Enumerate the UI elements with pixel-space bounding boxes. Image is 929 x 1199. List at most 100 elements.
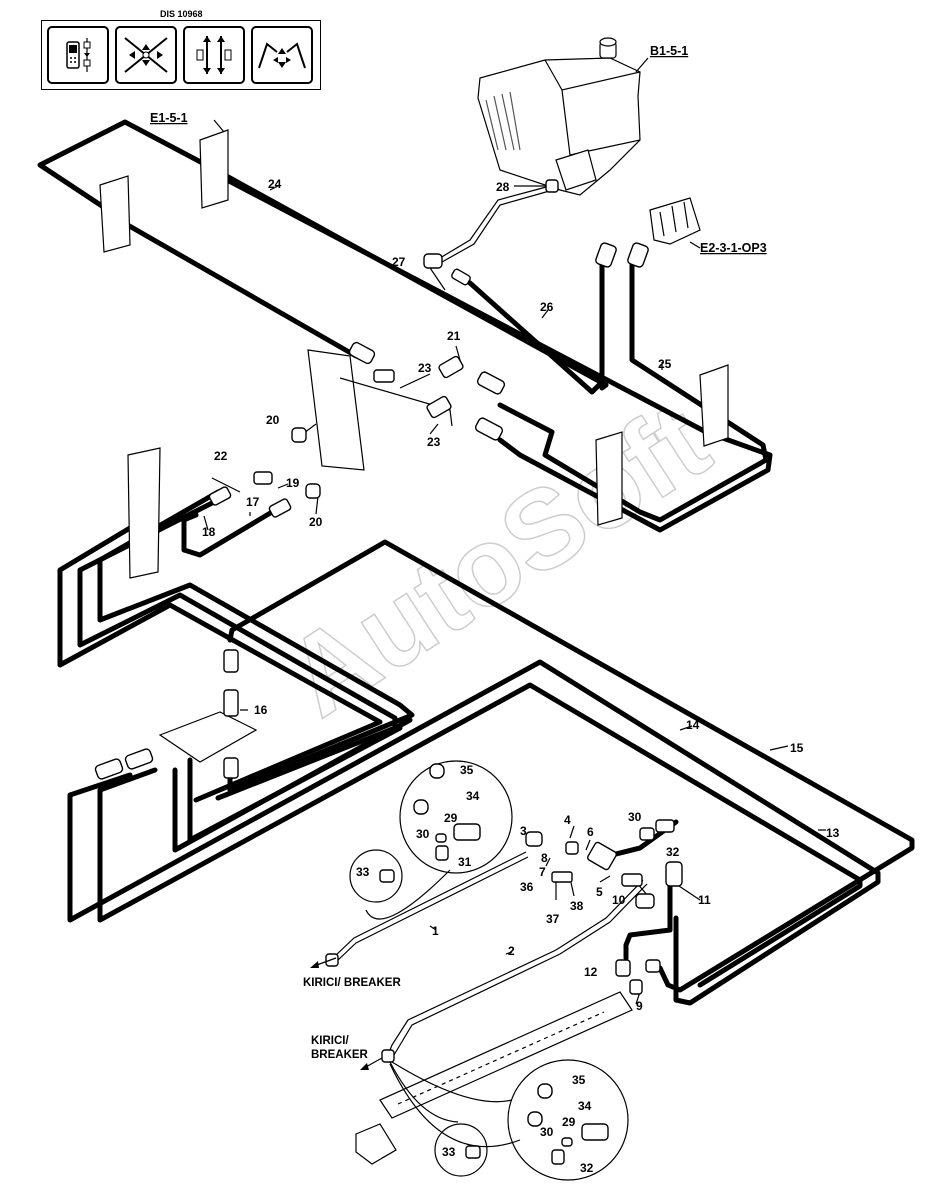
- callout-14: 14: [686, 718, 700, 732]
- callout-35b: 35: [572, 1073, 586, 1087]
- hose-15: [227, 539, 915, 993]
- fitting-hose-end-1: [348, 341, 376, 365]
- fitting-16a: [223, 649, 239, 673]
- hidden-line: [397, 1011, 605, 1105]
- callout-23b: 23: [427, 435, 441, 449]
- fitting-20b: [305, 483, 321, 499]
- fitting-12: [615, 959, 631, 977]
- detail-circle-33a: [349, 849, 403, 903]
- fitting-27: [423, 253, 443, 269]
- callout-12: 12: [584, 965, 598, 979]
- callout-30c: 30: [628, 810, 642, 824]
- fitting-35b: [537, 1083, 553, 1099]
- fitting-left-a: [94, 758, 124, 780]
- direction-arrows: [310, 957, 383, 1070]
- callout-15: 15: [790, 741, 804, 755]
- fitting-29b: [581, 1123, 609, 1141]
- fitting-33a: [379, 869, 395, 883]
- fitting-32b: [551, 1149, 565, 1165]
- pipe-2-b: [391, 883, 648, 1059]
- callout-29b: 29: [562, 1115, 576, 1129]
- hose-14: [67, 659, 881, 1006]
- ref-block-e1-5-1: E1-5-1: [150, 111, 188, 125]
- fitting-3: [525, 831, 543, 847]
- fitting-hose-17: [268, 498, 292, 518]
- hose-16-b: [172, 717, 413, 853]
- fitting-9b: [645, 959, 661, 973]
- callout-22: 22: [214, 449, 228, 463]
- callout-7: 7: [539, 865, 546, 879]
- callout-8: 8: [541, 851, 548, 865]
- callout-20a: 20: [266, 413, 280, 427]
- fitting-16b: [223, 689, 239, 717]
- callout-17: 17: [246, 495, 260, 509]
- pipe-group: [99, 37, 826, 1181]
- fitting-26-end: [451, 268, 471, 286]
- connector-block-5: [127, 447, 161, 579]
- callout-19: 19: [286, 476, 300, 490]
- destination-breaker-2-line1: KIRICI/: [311, 1035, 350, 1047]
- hose-24-b: [105, 207, 359, 359]
- callout-2: 2: [508, 944, 515, 958]
- fitting-hose-end-2: [476, 371, 506, 395]
- function-icon-strip: [41, 20, 321, 90]
- breaker-head: [355, 1123, 397, 1165]
- pipe-1-b: [336, 856, 529, 962]
- callout-26: 26: [540, 300, 554, 314]
- fitting-29a: [453, 823, 481, 841]
- callout-36: 36: [520, 880, 534, 894]
- fitting-31: [435, 845, 449, 861]
- pipe-28-b: [441, 189, 554, 263]
- connector-block-3: [699, 364, 729, 447]
- fitting-30a: [435, 833, 447, 843]
- callout-4: 4: [564, 813, 571, 827]
- fitting-20a: [291, 427, 307, 443]
- fitting-35a: [429, 763, 445, 779]
- callout-10: 10: [612, 893, 626, 907]
- callout-20b: 20: [309, 515, 323, 529]
- callout-28: 28: [496, 180, 510, 194]
- pipe-2: [387, 879, 644, 1056]
- fitting-30: [639, 827, 655, 841]
- pipe-28: [439, 185, 551, 259]
- hose-11: [623, 877, 673, 961]
- hose-24: [37, 119, 609, 391]
- callout-5: 5: [596, 885, 603, 899]
- callout-30b: 30: [540, 1125, 554, 1139]
- fitting-34a: [413, 799, 429, 815]
- callout-32a: 32: [580, 1161, 594, 1175]
- hose-17: [181, 509, 275, 558]
- fitting-33b: [465, 1145, 481, 1159]
- callout-23a: 23: [418, 361, 432, 375]
- destination-breaker-1: KIRICI/ BREAKER: [303, 977, 401, 989]
- callout-group: 1 2 3 4 5 6 7 8 9 10 11 12 13 14 15 16 1…: [202, 177, 840, 1175]
- callout-34a: 34: [466, 789, 480, 803]
- callout-1: 1: [432, 924, 439, 938]
- fitting-10: [635, 893, 655, 909]
- fitting-left-b: [124, 748, 154, 770]
- phone-control-icon: [47, 26, 109, 84]
- detail-circle-top: [399, 760, 513, 874]
- tank-top-line: [544, 59, 641, 91]
- excavator-arm-icon: [115, 26, 177, 84]
- callout-6: 6: [587, 825, 594, 839]
- pipe-1: [334, 851, 527, 957]
- callout-34b: 34: [578, 1099, 592, 1113]
- fitting-21: [438, 355, 464, 379]
- callout-9: 9: [636, 999, 643, 1013]
- fitting-breaker-2: [381, 1049, 395, 1063]
- callout-13: 13: [826, 826, 840, 840]
- callout-33b: 33: [442, 1145, 456, 1159]
- hose-18-b: [57, 522, 383, 803]
- fitting-23b: [426, 395, 452, 419]
- callout-33a: 33: [356, 865, 370, 879]
- callout-27: 27: [392, 255, 406, 269]
- fitting-23a: [373, 369, 395, 383]
- fitting-hose-end-3: [474, 417, 504, 441]
- breaker-cylinder: [379, 991, 633, 1119]
- fitting-16c: [223, 757, 239, 779]
- callout-38: 38: [570, 899, 584, 913]
- destination-breaker-2-line2: BREAKER: [311, 1049, 369, 1061]
- fitting-valve-b: [627, 242, 649, 268]
